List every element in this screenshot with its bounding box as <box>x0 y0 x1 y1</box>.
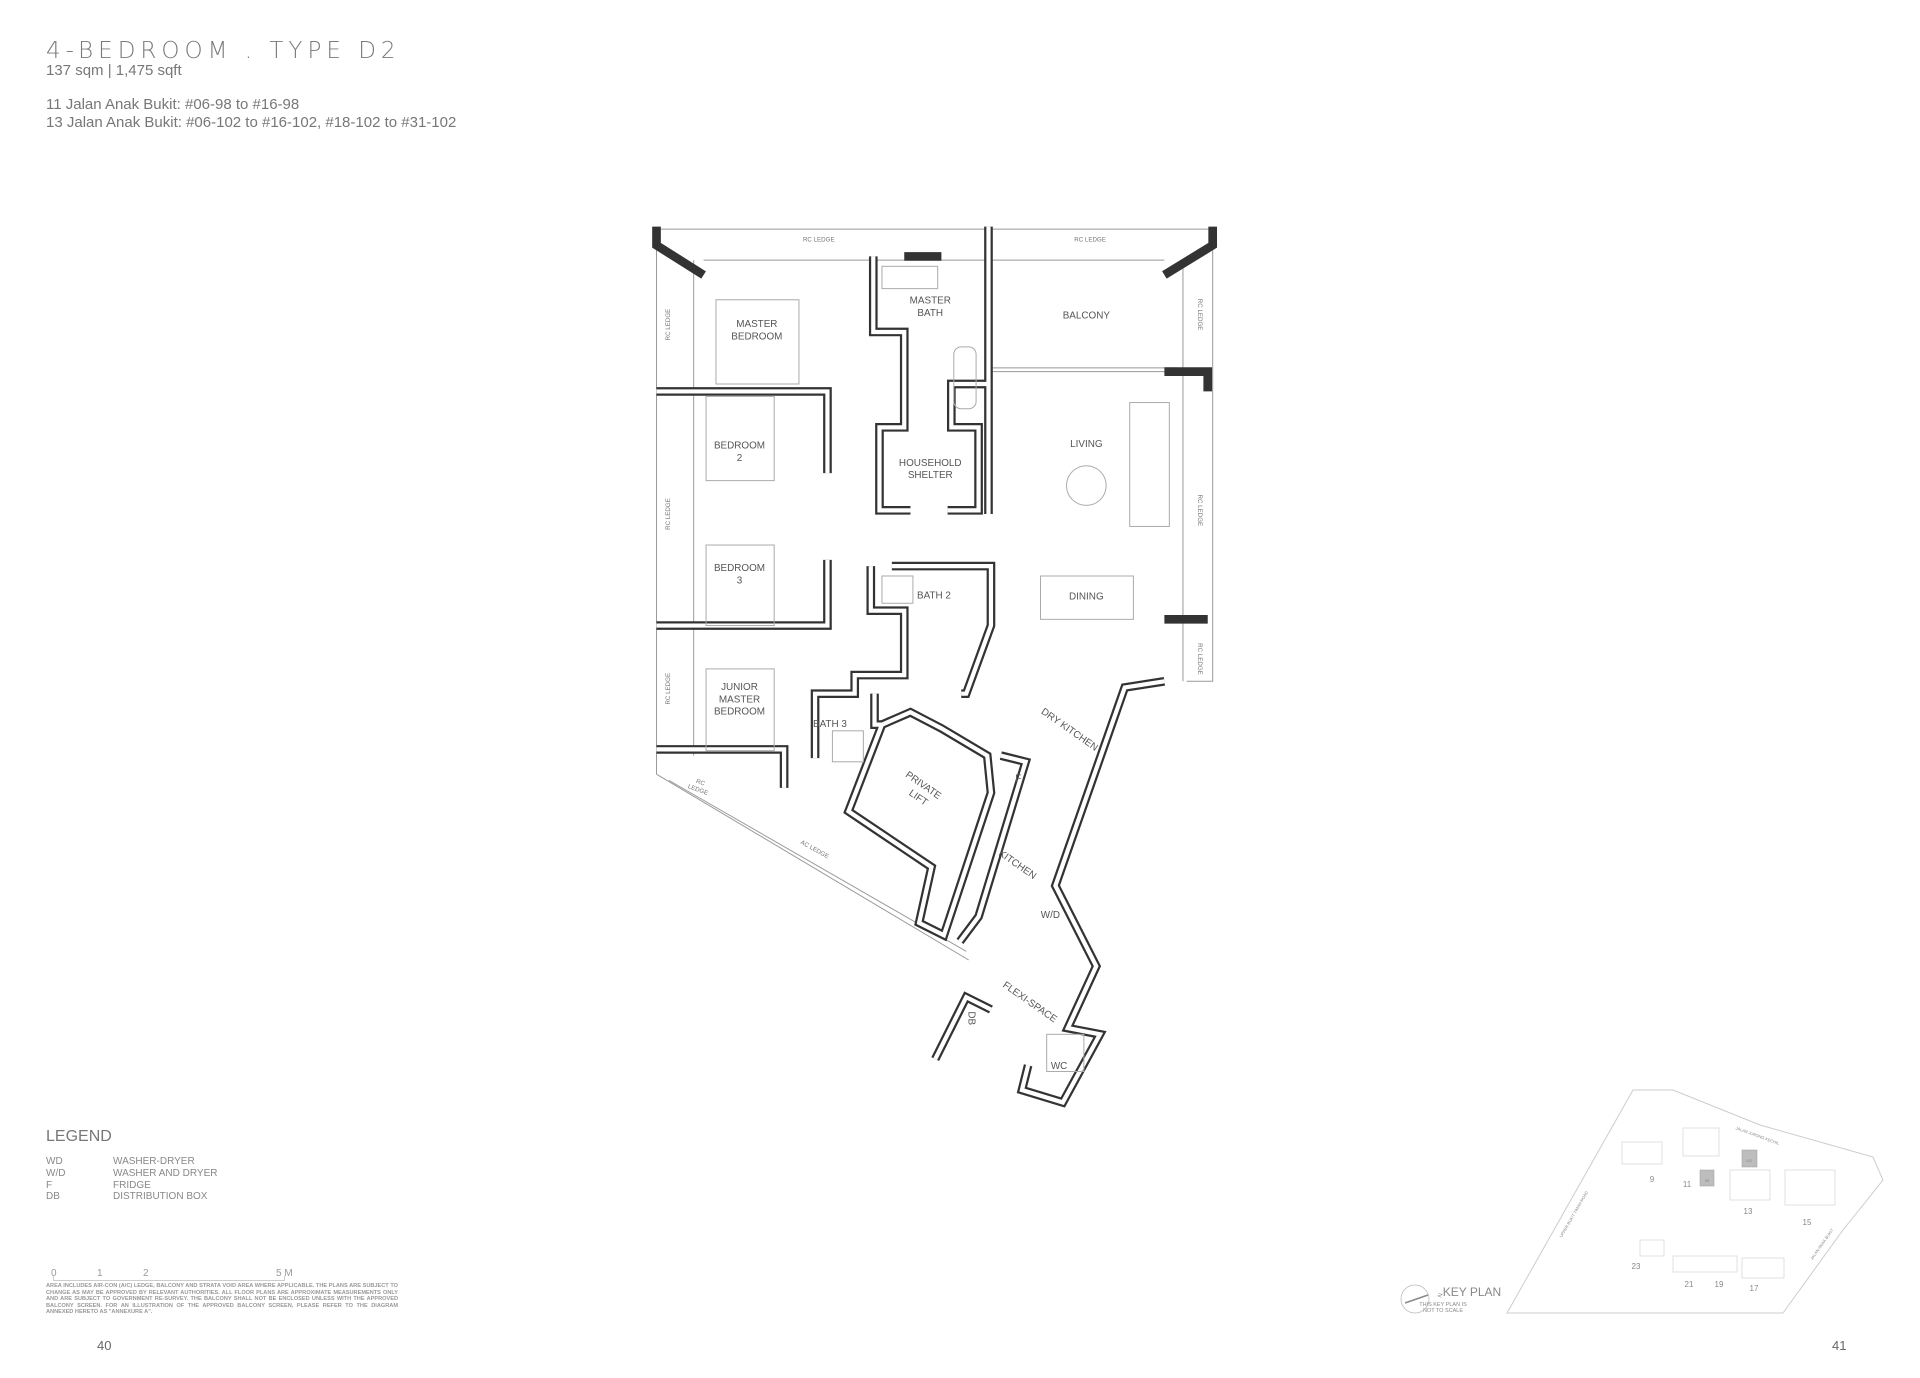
legend-item: W/D WASHER AND DRYER <box>46 1168 217 1179</box>
legend-item: DB DISTRIBUTION BOX <box>46 1191 207 1202</box>
compass-north-label: N <box>1437 1293 1444 1299</box>
scale-tick-1: 1 <box>97 1268 103 1279</box>
bath2-wc <box>881 575 914 604</box>
room-label: WC <box>1051 1061 1067 1072</box>
rc-ledge-label: LEDGE <box>687 783 709 797</box>
room-label: KITCHEN <box>996 848 1038 882</box>
highlighted-unit-label: 102 <box>1746 1158 1753 1163</box>
room-label: HOUSEHOLD <box>899 458 962 469</box>
bed-2 <box>705 395 775 482</box>
room-label: MASTER <box>736 319 777 330</box>
room-label: LIVING <box>1070 439 1102 450</box>
room-label: MASTER <box>719 694 760 705</box>
unit-102-highlight <box>1741 1149 1758 1168</box>
bathtub <box>953 346 977 410</box>
scale-tick-2: 2 <box>143 1268 149 1279</box>
legend-value: WASHER-DRYER <box>113 1156 195 1167</box>
room-label: DRY KITCHEN <box>1039 706 1100 753</box>
rc-ledge-label: RC LEDGE <box>1074 237 1106 244</box>
room-label: SHELTER <box>908 470 953 481</box>
unit-98-highlight <box>1699 1169 1715 1187</box>
vanity <box>881 265 939 290</box>
scale-bar <box>53 1276 285 1281</box>
key-plan-note: NOT TO SCALE <box>1423 1308 1463 1314</box>
block-number: 15 <box>1803 1218 1812 1227</box>
scale-tick-0: 0 <box>51 1268 57 1279</box>
rc-ledge-label: RC LEDGE <box>1196 643 1203 675</box>
room-label: JUNIOR <box>721 682 758 693</box>
ledge-lines <box>656 228 1214 961</box>
key-plan-title: KEY PLAN <box>1443 1285 1501 1299</box>
room-label: BEDROOM <box>731 331 782 342</box>
wc-fixture <box>1046 1033 1085 1072</box>
coffee-table <box>1066 465 1107 506</box>
bed-3 <box>705 544 775 627</box>
legend-value: WASHER AND DRYER <box>113 1168 218 1179</box>
room-label: BEDROOM <box>714 707 765 718</box>
room-label: DB <box>966 1011 977 1025</box>
disclaimer: AREA INCLUDES AIR-CON (A/C) LEDGE, BALCO… <box>46 1283 398 1316</box>
block-number: 23 <box>1632 1262 1641 1271</box>
room-label: BATH 2 <box>917 590 951 601</box>
rc-ledge-label: RC LEDGE <box>803 237 835 244</box>
room-label: F <box>1015 774 1021 785</box>
rc-ledge-label: RC LEDGE <box>1196 495 1203 527</box>
key-plan-note: THIS KEY PLAN IS <box>1419 1302 1467 1308</box>
legend-key: W/D <box>46 1168 66 1179</box>
site-boundary <box>1506 1089 1884 1314</box>
scale-tick-5m: 5 M <box>276 1268 293 1279</box>
block-number: 17 <box>1750 1284 1759 1293</box>
legend-key: F <box>46 1180 53 1191</box>
compass-icon <box>1400 1284 1430 1314</box>
building-blocks <box>1621 1127 1836 1279</box>
room-label: BEDROOM <box>714 440 765 451</box>
ac-ledge-label: AC LEDGE <box>799 839 830 860</box>
block-number: 13 <box>1744 1207 1753 1216</box>
rc-ledge-label: RC LEDGE <box>665 673 672 705</box>
legend-item: F FRIDGE <box>46 1180 151 1191</box>
north-arrow-icon <box>1404 1294 1429 1304</box>
rc-ledge-label: RC LEDGE <box>665 498 672 530</box>
block-number: 9 <box>1650 1175 1655 1184</box>
block-number: 21 <box>1685 1280 1694 1289</box>
room-label: MASTER <box>910 295 951 306</box>
rc-ledge-label: RC LEDGE <box>665 309 672 341</box>
legend-value: DISTRIBUTION BOX <box>113 1191 208 1202</box>
legend-item: WD WASHER-DRYER <box>46 1156 195 1167</box>
room-label: BEDROOM <box>714 563 765 574</box>
rc-ledge-label: RC <box>695 778 706 788</box>
legend-value: FRIDGE <box>113 1180 151 1191</box>
page-number-right: 41 <box>1832 1338 1847 1353</box>
room-label: DINING <box>1069 592 1104 603</box>
room-label: BATH <box>917 308 943 319</box>
room-label: 3 <box>737 575 743 586</box>
street-label: JALAN ANAK BUKIT <box>1809 1227 1835 1261</box>
page-number-left: 40 <box>97 1338 112 1353</box>
legend-key: WD <box>46 1156 63 1167</box>
walls <box>652 226 1218 1108</box>
block-number: 11 <box>1683 1180 1692 1189</box>
dining-table <box>1040 575 1134 620</box>
bath3-wc <box>831 730 864 763</box>
unit-area: 137 sqm | 1,475 sqft <box>46 62 182 79</box>
furniture <box>705 265 1170 1072</box>
room-label: 2 <box>737 453 743 464</box>
highlighted-unit-label: 98 <box>1705 1178 1710 1183</box>
bed-junior <box>705 668 775 752</box>
unit-type-title: 4-BEDROOM . TYPE D2 <box>46 38 401 64</box>
legend-title: LEGEND <box>46 1128 112 1145</box>
room-label: FLEXI-SPACE <box>1000 980 1059 1026</box>
room-label: BALCONY <box>1063 310 1111 321</box>
sofa <box>1129 402 1170 527</box>
room-label: BATH 3 <box>813 719 847 730</box>
legend-key: DB <box>46 1191 60 1202</box>
bed-master <box>715 299 800 385</box>
rc-ledge-label: RC LEDGE <box>1196 299 1203 331</box>
address-line-2: 13 Jalan Anak Bukit: #06-102 to #16-102,… <box>46 114 457 131</box>
block-number: 19 <box>1715 1280 1724 1289</box>
address-line-1: 11 Jalan Anak Bukit: #06-98 to #16-98 <box>46 96 300 113</box>
room-label: W/D <box>1041 910 1060 921</box>
